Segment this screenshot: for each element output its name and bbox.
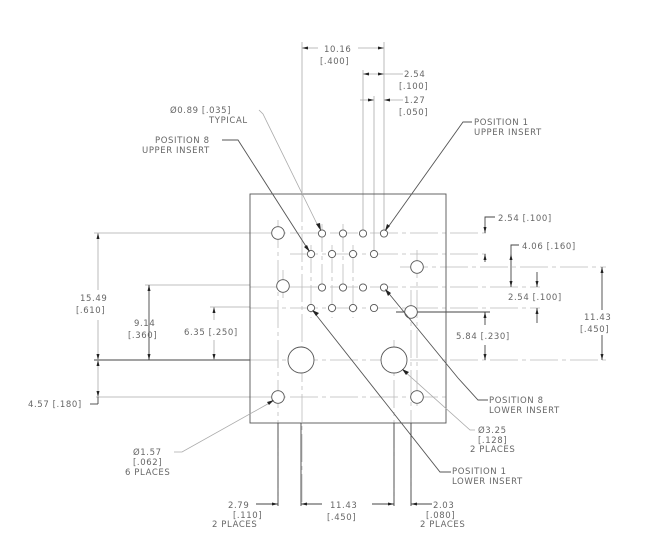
pos1-lower-line1: POSITION 1 xyxy=(452,467,507,477)
large-hole-size: Ø3.25 xyxy=(478,425,507,436)
dim-9-14: 9.14 xyxy=(134,319,155,329)
dim-1-27: 1.27 xyxy=(404,96,425,106)
pos1-lower-line2: LOWER INSERT xyxy=(452,477,523,487)
large-hole-size-in: [.128] xyxy=(478,436,507,446)
small-hole-size: Ø1.57 xyxy=(133,447,162,458)
pos8-lower-line2: LOWER INSERT xyxy=(489,406,560,416)
dim-11-43-bottom: 11.43 xyxy=(330,501,357,511)
dim-11-43-right-in: [.450] xyxy=(580,325,609,335)
pin-hole xyxy=(348,249,358,259)
bottom-dimensions: 2.79 [.110] 2 PLACES 11.43 [.450] 2.03 [… xyxy=(212,423,465,530)
pos1-upper-line2: UPPER INSERT xyxy=(474,128,542,138)
pin-hole xyxy=(358,229,368,238)
dim-2-03: 2.03 xyxy=(433,501,454,511)
small-hole-size-in: [.062] xyxy=(133,458,162,468)
pin-hole xyxy=(369,249,379,259)
large-hole xyxy=(380,346,408,374)
pin-hole xyxy=(338,283,348,292)
dim-2-54-top: 2.54 xyxy=(404,70,425,80)
pin-hole xyxy=(369,303,379,313)
pos8-upper-line2: UPPER INSERT xyxy=(142,146,210,156)
right-dimensions: 2.54 [.100] 4.06 [.160] 2.54 [.100] 5.84… xyxy=(456,214,611,360)
pin-hole xyxy=(348,303,358,313)
pin-hole-note: TYPICAL xyxy=(208,116,248,126)
mounting-hole xyxy=(410,260,424,274)
dim-2-54-r3: 2.54 [.100] xyxy=(508,293,562,303)
large-hole xyxy=(287,346,315,374)
pin-hole xyxy=(379,229,389,238)
dim-2-79-in: [.110] xyxy=(233,511,262,521)
dim-2-79: 2.79 xyxy=(228,501,249,511)
mounting-hole xyxy=(271,226,285,240)
pos8-upper-line1: POSITION 8 xyxy=(155,136,210,146)
pin-hole xyxy=(379,283,389,292)
dim-6-35: 6.35 [.250] xyxy=(184,328,238,338)
pos1-upper-line1: POSITION 1 xyxy=(474,118,529,128)
dim-15-49-in: [.610] xyxy=(76,306,105,316)
dim-1-27-in: [.050] xyxy=(399,108,428,118)
pin-hole-size: Ø0.89 [.035] xyxy=(170,105,231,116)
mounting-hole xyxy=(271,390,285,404)
mounting-hole xyxy=(404,305,418,319)
dim-2-79-note: 2 PLACES xyxy=(212,520,257,530)
pin-hole xyxy=(327,249,337,259)
callouts: Ø0.89 [.035] TYPICAL POSITION 1 UPPER IN… xyxy=(125,105,560,487)
mounting-hole xyxy=(276,279,290,293)
dim-4-06: 4.06 [.160] xyxy=(522,242,576,252)
dim-2-54-top-in: [.100] xyxy=(399,82,428,92)
dim-2-54-r1: 2.54 [.100] xyxy=(498,214,552,224)
pin-hole xyxy=(327,303,337,313)
dim-9-14-in: [.360] xyxy=(128,331,157,341)
dim-15-49: 15.49 xyxy=(80,294,107,304)
mounting-hole xyxy=(410,390,424,404)
pin-hole xyxy=(306,249,316,259)
dim-10-16: 10.16 xyxy=(324,45,351,55)
left-dimensions: 15.49 [.610] 9.14 [.360] 6.35 [.250] 4.5… xyxy=(28,233,238,410)
top-dimensions: 10.16 [.400] 2.54 [.100] 1.27 [.050] xyxy=(302,45,428,118)
dim-4-57: 4.57 [.180] xyxy=(28,400,82,410)
dim-10-16-in: [.400] xyxy=(320,57,349,67)
small-hole-note: 6 PLACES xyxy=(125,468,170,478)
pos8-lower-line1: POSITION 8 xyxy=(489,396,544,406)
pin-hole xyxy=(358,283,368,292)
holes xyxy=(271,226,424,404)
dim-11-43-bottom-in: [.450] xyxy=(327,513,356,523)
pin-hole xyxy=(306,303,316,313)
dim-2-03-note: 2 PLACES xyxy=(420,520,465,530)
connector-body-outline xyxy=(249,193,447,424)
pin-hole xyxy=(317,283,327,292)
dim-5-84: 5.84 [.230] xyxy=(456,332,510,342)
pin-hole xyxy=(317,229,327,238)
dim-11-43-right: 11.43 xyxy=(584,313,611,323)
large-hole-note: 2 PLACES xyxy=(470,445,515,455)
pin-hole xyxy=(338,229,348,238)
dim-2-03-in: [.080] xyxy=(426,511,455,521)
